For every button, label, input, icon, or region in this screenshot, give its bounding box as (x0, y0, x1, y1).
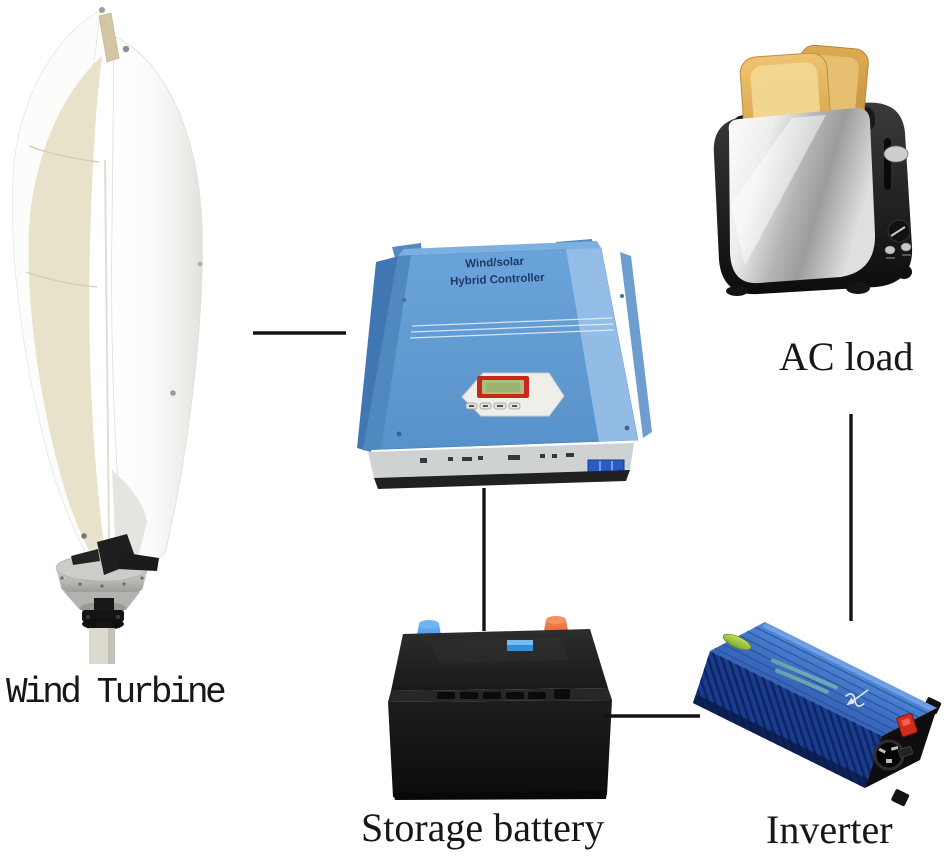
toaster-front-panel (728, 107, 876, 284)
toaster-lever-track (884, 138, 891, 190)
controller-highlight-band (566, 248, 638, 442)
turbine-pole-shade (108, 628, 115, 664)
turbine-top-hub (98, 12, 120, 63)
inverter-mounting-ear-bottom (891, 789, 910, 807)
toaster-button (884, 245, 896, 255)
toaster-foot (846, 282, 870, 294)
blade-seam (28, 145, 100, 163)
controller-title-line2: Hybrid Controller (450, 272, 546, 288)
toaster-button (900, 242, 912, 252)
wind-turbine-image (11, 7, 203, 664)
sine-wave-icon (844, 689, 869, 707)
screw (402, 298, 406, 302)
connection-lines (253, 331, 853, 718)
battery-vent-caps (437, 689, 570, 699)
inverter-image (693, 622, 942, 807)
bolt (197, 261, 203, 267)
panel-highlight (731, 115, 826, 266)
inverter-port (898, 746, 913, 758)
battery-base (393, 791, 607, 800)
battery-front-face (388, 700, 612, 797)
screw (620, 294, 624, 298)
ac-load-label: AC load (779, 334, 914, 379)
inverter-brand-logo (722, 633, 752, 651)
battery-top-face (391, 629, 608, 691)
screw (396, 431, 402, 437)
storage-battery-label: Storage battery (361, 805, 605, 850)
inverter-power-switch (896, 713, 918, 737)
inverter-top-text (771, 658, 838, 694)
battery-label (507, 640, 533, 651)
bolt (170, 390, 176, 396)
controller-left-shade (363, 255, 411, 450)
turbine-hub (71, 534, 159, 575)
inverter-ac-socket (873, 739, 905, 771)
turbine-shaft-flange (82, 598, 124, 630)
screw (624, 425, 630, 431)
controller-title: Wind/solar Hybrid Controller (450, 256, 546, 288)
turbine-center-shaft (104, 159, 110, 541)
controller-connectors (420, 453, 574, 463)
bolt (99, 7, 105, 13)
controller-side-bracket (357, 256, 399, 452)
controller-underside (368, 443, 634, 478)
hybrid-controller-image: Wind/solar Hybrid Controller (357, 239, 652, 489)
controller-display (461, 372, 565, 417)
controller-top-bevel (398, 241, 601, 256)
inverter-label: Inverter (766, 807, 893, 852)
controller-side-bracket (620, 252, 652, 438)
wind-turbine-label: Wind Turbine (6, 672, 227, 713)
turbine-blade-right (111, 35, 203, 585)
turbine-blade-inner-face (28, 56, 106, 562)
blade-seam (25, 271, 98, 288)
storage-battery-image (388, 616, 612, 800)
bolt (81, 533, 87, 539)
toaster-foot (726, 286, 748, 296)
toaster-foot (896, 265, 912, 279)
controller-bottom-lip (374, 470, 630, 489)
bolt (122, 45, 130, 53)
controller-title-line1: Wind/solar (465, 256, 525, 271)
toaster-image (713, 44, 913, 296)
toaster-lever (883, 145, 909, 163)
